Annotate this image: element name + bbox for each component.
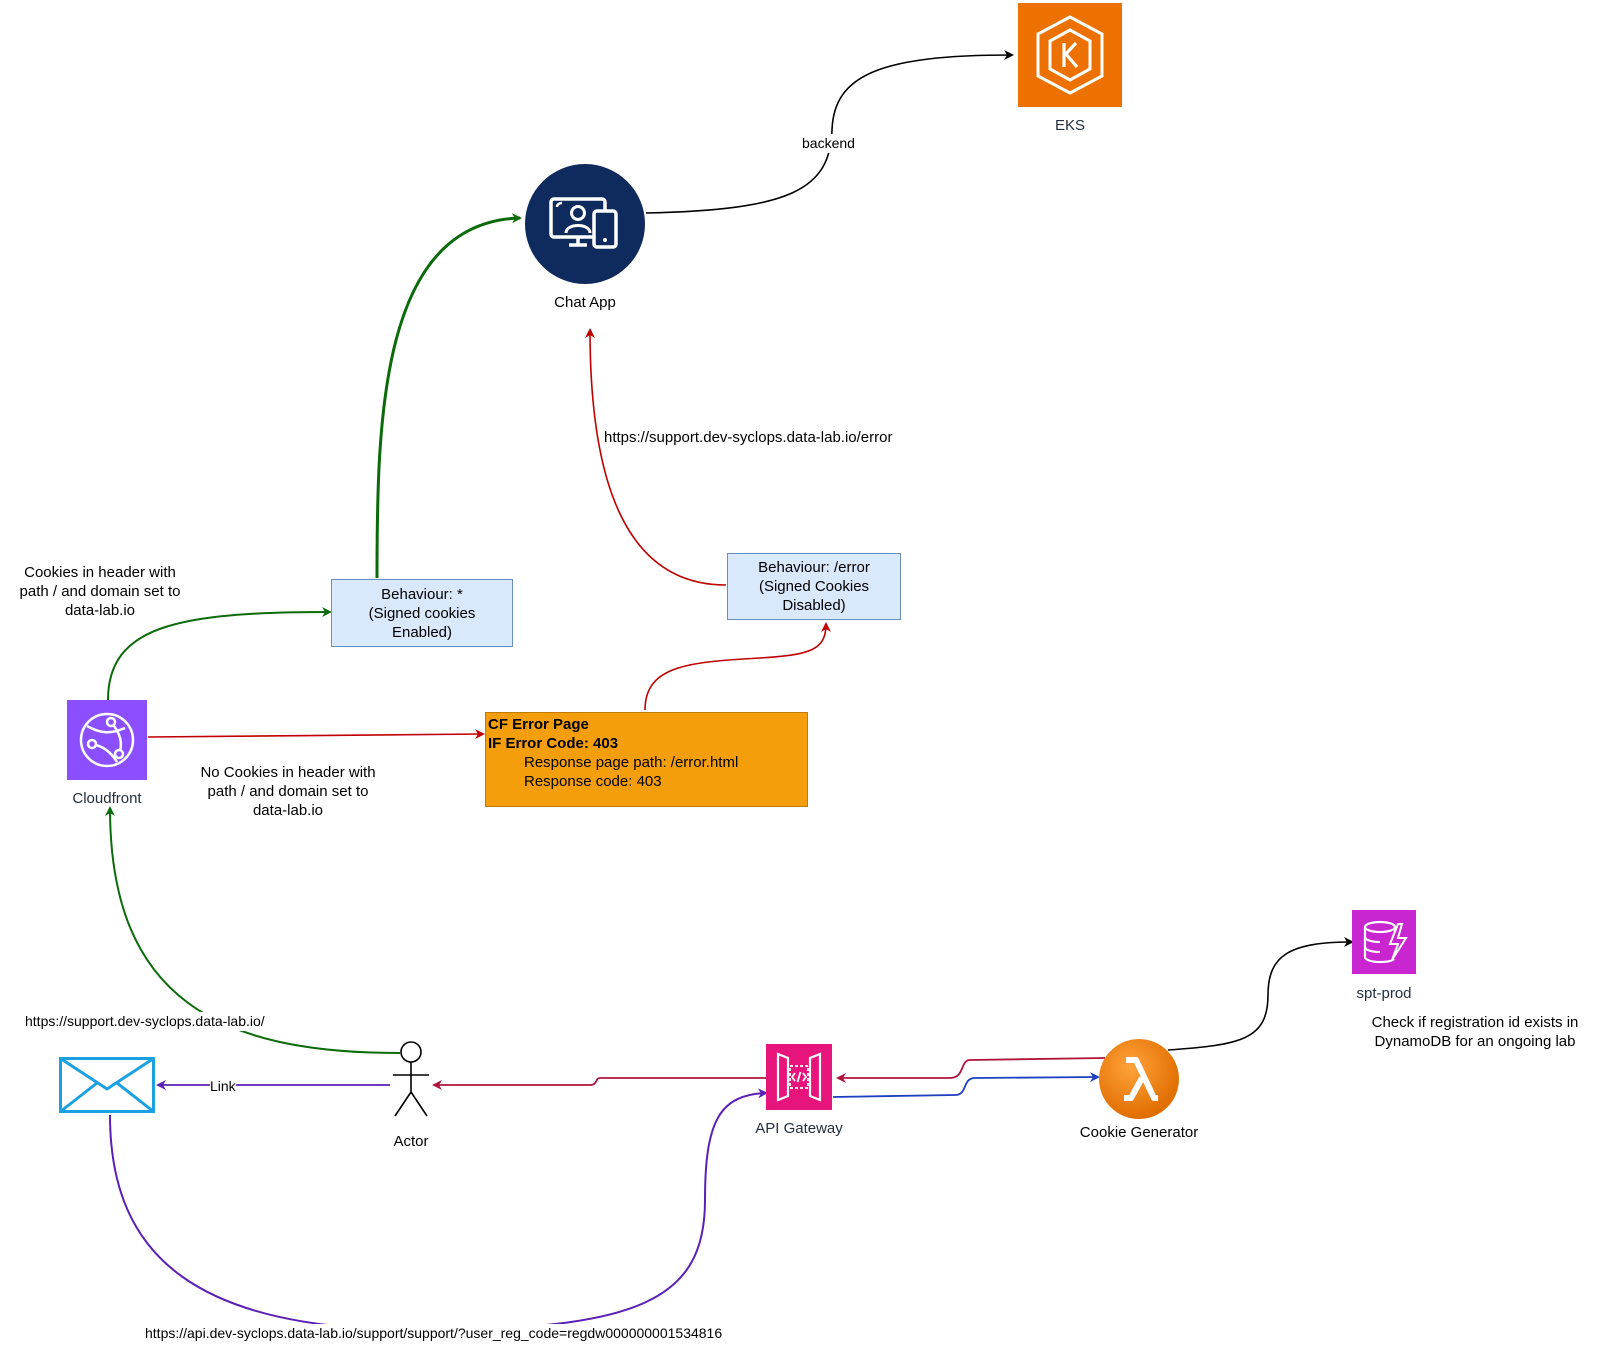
dynamo-note-label: Check if registration id exists in Dynam… (1355, 1013, 1595, 1051)
edge-actor-to-cloudfront (105, 806, 401, 1054)
eks-label: EKS (1054, 117, 1085, 134)
edge-errorpage-to-behaviour-error (644, 622, 831, 711)
cookies-yes-line3: data-lab.io (64, 602, 136, 619)
behaviour-error-line3: Disabled) (782, 597, 846, 614)
spt-prod-label: spt-prod (1356, 985, 1412, 1002)
edge-behaviour-star-to-chatapp (375, 213, 522, 579)
cookies-yes-label: Cookies in header with path / and domain… (10, 563, 190, 620)
eks-node[interactable] (1018, 3, 1122, 107)
behaviour-error-line2: (Signed Cookies (758, 578, 870, 595)
cookie-generator-label: Cookie Generator (1079, 1124, 1199, 1141)
cf-error-page-box[interactable]: CF Error Page IF Error Code: 403 Respons… (485, 712, 808, 807)
edge-apigateway-to-lambda (832, 1072, 1100, 1098)
cookies-no-line1: No Cookies in header with (200, 764, 376, 781)
cloudfront-icon (67, 700, 147, 780)
cf-error-page-subtitle: IF Error Code: 403 (488, 735, 619, 752)
edge-chatapp-to-eks (645, 50, 1014, 214)
edge-lambda-to-apigateway (836, 1057, 1106, 1083)
mail-icon (59, 1057, 155, 1113)
cookies-no-line3: data-lab.io (252, 802, 324, 819)
dynamo-note-line1: Check if registration id exists in (1371, 1014, 1579, 1031)
link-label: Link (210, 1077, 236, 1096)
chat-app-node[interactable] (524, 163, 646, 285)
behaviour-star-line3: Enabled) (391, 623, 453, 641)
cf-error-page-detail2: Response code: 403 (524, 773, 662, 790)
edge-email-to-apigateway (109, 1088, 768, 1332)
chat-app-icon-bg (525, 164, 645, 284)
dynamodb-icon (1352, 910, 1416, 974)
cloudfront-icon-bg (67, 700, 147, 780)
email-node[interactable] (59, 1057, 155, 1113)
behaviour-star-line1: Behaviour: * (381, 585, 463, 603)
api-url-label: https://api.dev-syclops.data-lab.io/supp… (145, 1324, 723, 1343)
edge-apigateway-to-actor (432, 1077, 766, 1090)
cloudfront-label: Cloudfront (72, 790, 142, 807)
edge-behaviour-error-to-chatapp (585, 328, 727, 586)
api-gateway-node[interactable] (766, 1044, 832, 1110)
dynamo-note-line2: DynamoDB for an ongoing lab (1374, 1033, 1576, 1050)
edge-cloudfront-to-errorpage (147, 729, 485, 740)
actor-icon (393, 1041, 429, 1117)
cookies-yes-line1: Cookies in header with (24, 564, 176, 581)
cloudfront-node[interactable] (67, 700, 147, 780)
api-gateway-label: API Gateway (755, 1120, 843, 1137)
cookies-yes-line2: path / and domain set to (19, 583, 181, 600)
support-url-label: https://support.dev-syclops.data-lab.io/ (25, 1012, 265, 1031)
chat-app-icon (525, 164, 645, 284)
cf-error-page-detail1: Response page path: /error.html (524, 754, 739, 771)
edge-cloudfront-to-behaviour-star (107, 607, 332, 701)
cookie-generator-node[interactable] (1098, 1038, 1180, 1120)
eks-icon (1018, 3, 1122, 107)
actor-label: Actor (393, 1133, 429, 1150)
cookies-no-line2: path / and domain set to (207, 783, 369, 800)
behaviour-star-box[interactable]: Behaviour: * (Signed cookies Enabled) (331, 579, 513, 647)
lambda-icon (1099, 1039, 1179, 1119)
behaviour-error-box[interactable]: Behaviour: /error (Signed Cookies Disabl… (727, 553, 901, 620)
cf-error-page-title: CF Error Page (488, 716, 589, 733)
edge-lambda-to-dynamodb (1167, 937, 1354, 1051)
dynamodb-icon-bg (1352, 910, 1416, 974)
actor-node[interactable] (389, 1040, 433, 1124)
error-url-label: https://support.dev-syclops.data-lab.io/… (604, 429, 893, 446)
backend-label: backend (802, 134, 855, 153)
chat-app-label: Chat App (554, 294, 616, 311)
api-gateway-icon (766, 1044, 832, 1110)
cookies-no-label: No Cookies in header with path / and dom… (190, 763, 386, 820)
behaviour-error-line1: Behaviour: /error (758, 559, 870, 576)
spt-prod-node[interactable] (1352, 910, 1416, 974)
behaviour-star-line2: (Signed cookies (368, 604, 476, 622)
eks-icon-bg (1018, 3, 1122, 107)
